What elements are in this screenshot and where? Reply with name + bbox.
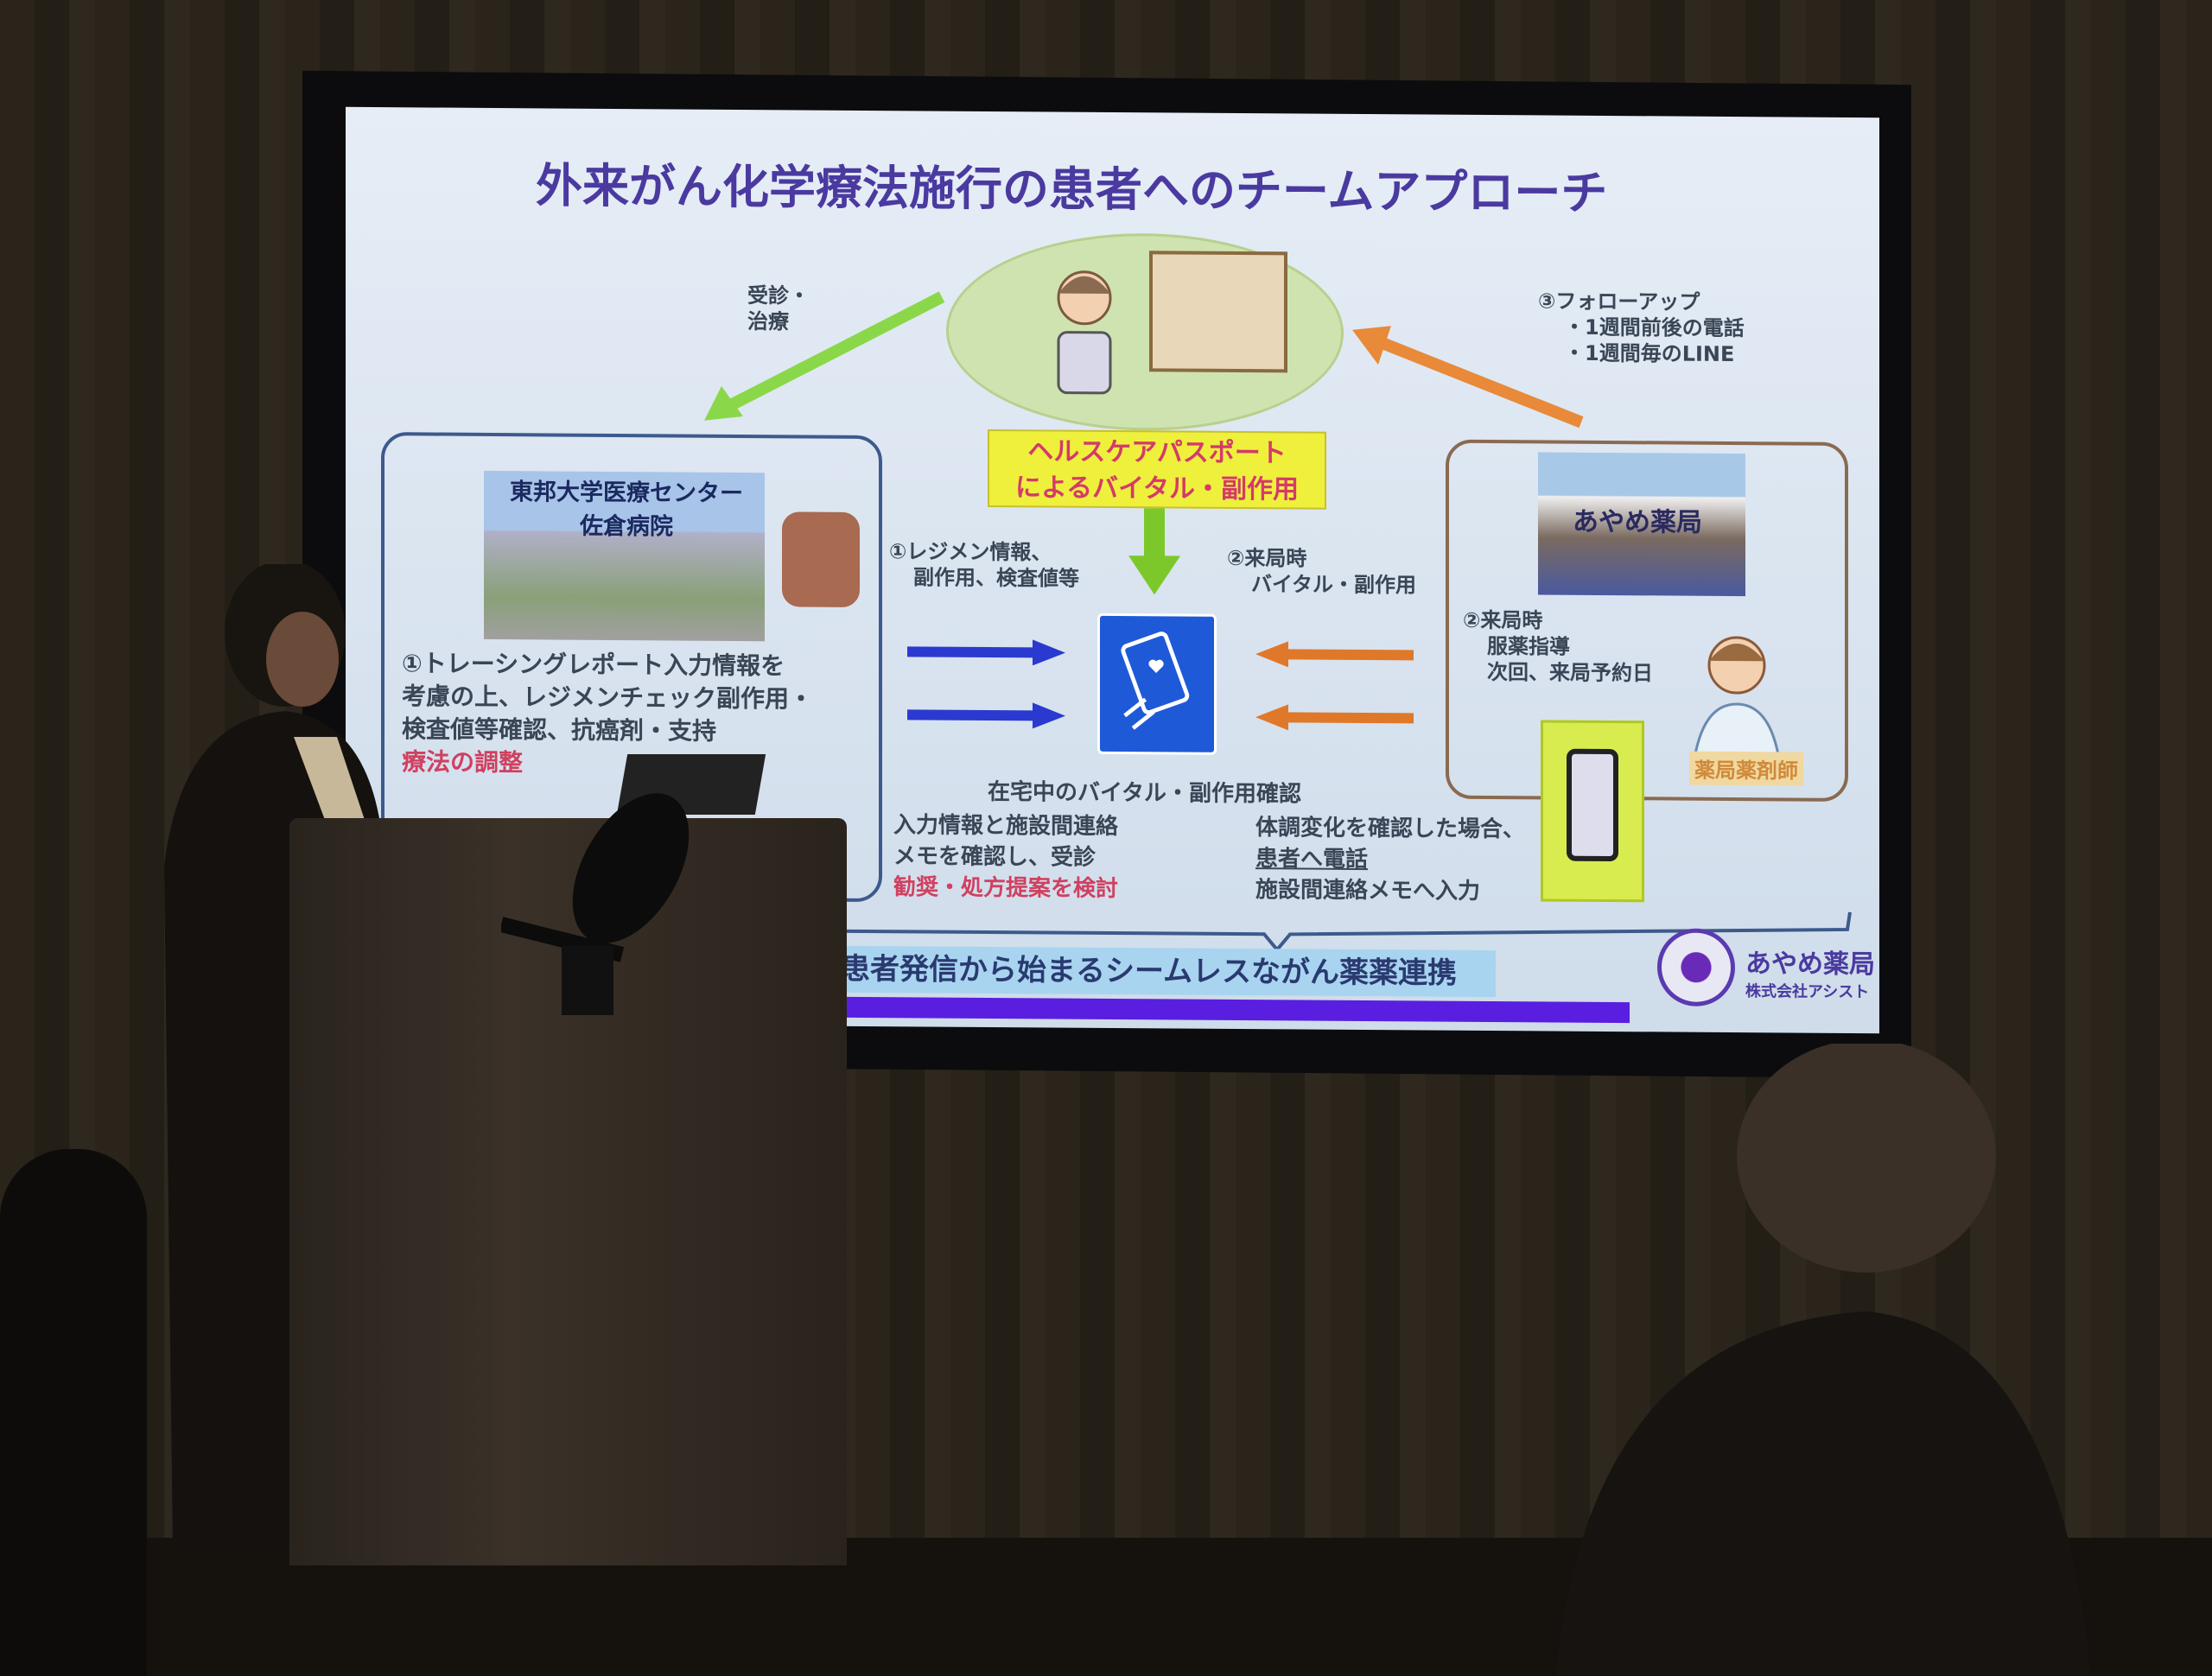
hospital-name: 東邦大学医療センター佐倉病院	[488, 473, 765, 542]
hospital-name-line: 東邦大学医療センター	[510, 479, 743, 508]
logo-name: あやめ薬局	[1745, 949, 1875, 981]
summary-banner: 患者発信から始まるシームレスながん薬薬連携	[832, 945, 1496, 998]
hospital-text-line: 検査値等確認、抗癌剤・支持	[402, 714, 717, 746]
app-caption: 在宅中のバイタル・副作用確認	[988, 778, 1301, 808]
hospital-text-line: ①トレーシングレポート入力情報を	[402, 649, 785, 681]
presentation-slide: 外来がん化学療法施行の患者へのチームアプローチ 受診・治療 ③フォローアップ ・…	[346, 106, 1879, 1034]
logo-company: 株式会社アシスト	[1745, 982, 1870, 1002]
pharmacy-text: ②来局時 服薬指導 次回、来局予約日	[1463, 607, 1653, 687]
ayame-logo	[1657, 928, 1735, 1007]
treatment-label-line: 治療	[747, 309, 789, 334]
orange-left-arrow-icon	[1255, 704, 1414, 731]
orange-arrow-icon	[1352, 326, 1584, 429]
pharmacist-label: 薬局薬剤師	[1689, 751, 1803, 786]
pharmacy-text-line: 服薬指導	[1487, 634, 1570, 659]
pharmacy-action-line: 患者へ電話	[1255, 846, 1369, 873]
followup-item: ・1週間毎のLINE	[1564, 340, 1735, 367]
patient-chair-icon	[782, 511, 860, 607]
blue-arrow-icon	[907, 702, 1065, 729]
passport-line: によるバイタル・副作用	[1015, 473, 1299, 505]
blue-arrow-icon	[907, 639, 1065, 666]
house-icon	[1149, 251, 1287, 373]
pharmacy-action-line: 体調変化を確認した場合、	[1255, 815, 1526, 843]
pharmacy-text-line: ②来局時	[1463, 607, 1543, 633]
audience-member-left	[0, 1149, 147, 1676]
accent-bar	[832, 996, 1630, 1024]
flow-label-2: ②来局時バイタル・副作用	[1227, 545, 1416, 599]
flow-label-line: ②来局時	[1227, 545, 1307, 571]
green-arrow-icon	[704, 291, 945, 421]
pharmacist-icon	[1692, 636, 1782, 765]
hospital-action-line: メモを確認し、受診	[893, 843, 1096, 871]
pharmacy-action-text: 体調変化を確認した場合、 患者へ電話 施設間連絡メモへ入力	[1255, 812, 1525, 907]
healthcare-passport-label: ヘルスケアパスポートによるバイタル・副作用	[988, 429, 1326, 510]
smartphone-app-icon	[1097, 613, 1217, 755]
flow-label-line: ①レジメン情報、	[889, 539, 1052, 565]
pharmacy-sign: あやめ薬局	[1573, 506, 1702, 538]
hospital-text-line: 考慮の上、レジメンチェック副作用・	[402, 682, 814, 714]
passport-line: ヘルスケアパスポート	[1027, 436, 1287, 469]
flow-label-line: バイタル・副作用	[1251, 572, 1417, 598]
followup-text: ③フォローアップ ・1週間前後の電話 ・1週間毎のLINE	[1538, 288, 1745, 367]
treatment-label: 受診・治療	[747, 283, 810, 335]
audience-member	[1555, 1044, 2091, 1676]
mobile-phone-icon	[1541, 720, 1644, 903]
flow-label-line: 副作用、検査値等	[913, 565, 1079, 591]
followup-heading: ③フォローアップ	[1538, 289, 1700, 314]
down-arrow-icon	[1128, 508, 1180, 595]
microphone	[501, 793, 690, 1015]
slide-title: 外来がん化学療法施行の患者へのチームアプローチ	[536, 158, 1608, 220]
pharmacy-photo: あやめ薬局	[1538, 452, 1745, 597]
treatment-label-line: 受診・	[747, 283, 810, 308]
flow-label-1: ①レジメン情報、副作用、検査値等	[889, 538, 1079, 592]
hospital-action-text: 入力情報と施設間連絡 メモを確認し、受診 勧奨・処方提案を検討	[893, 809, 1118, 905]
pharmacy-text-line: 次回、来局予約日	[1487, 660, 1653, 686]
hospital-action-line: 入力情報と施設間連絡	[893, 812, 1119, 841]
orange-left-arrow-icon	[1255, 641, 1414, 668]
hospital-name-line: 佐倉病院	[580, 512, 673, 541]
followup-item: ・1週間前後の電話	[1564, 314, 1745, 341]
patient-icon	[1057, 270, 1112, 395]
